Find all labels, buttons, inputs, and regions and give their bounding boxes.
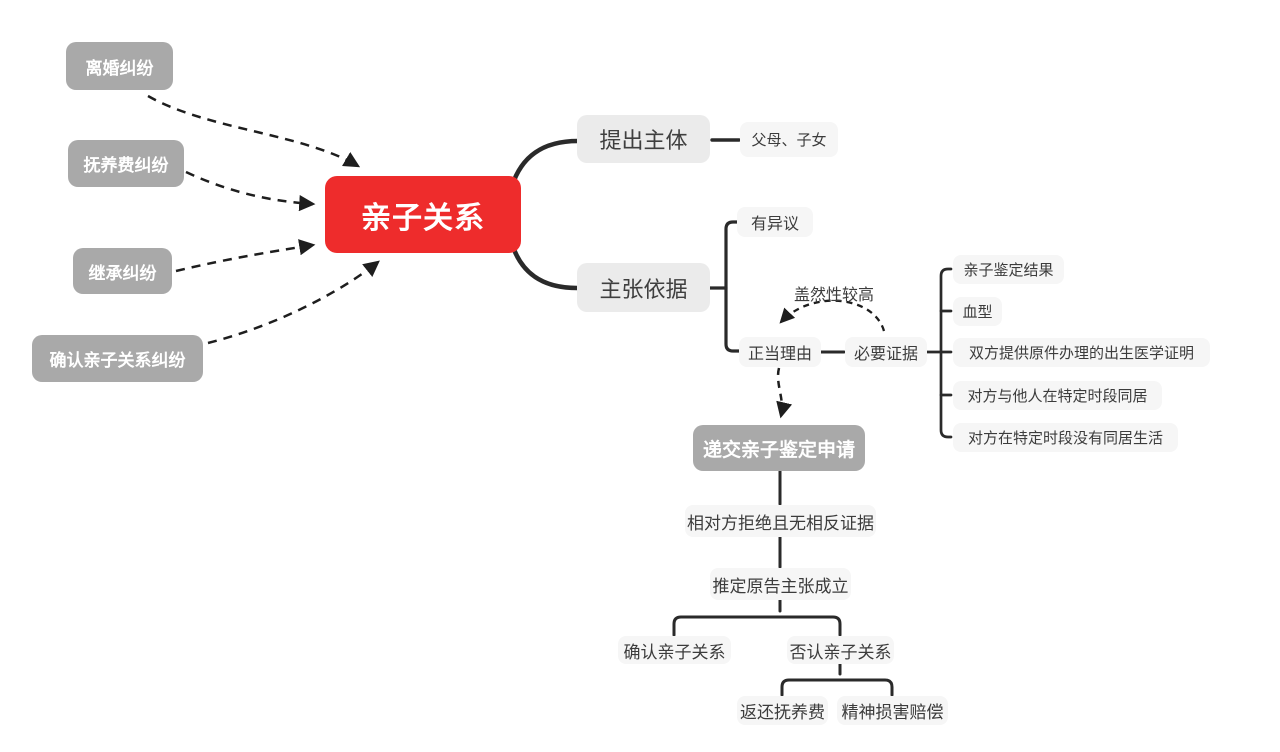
root-branch-curves xyxy=(509,138,581,291)
node-confirm-relation[interactable]: 确认亲子关系 xyxy=(618,636,731,664)
node-submit-application[interactable]: 递交亲子鉴定申请 xyxy=(693,425,865,471)
probability-arc xyxy=(779,299,886,332)
evidence-item-blood-type[interactable]: 血型 xyxy=(953,297,1002,326)
node-inheritance-dispute[interactable]: 继承纠纷 xyxy=(73,248,172,294)
procedure-flow-lines xyxy=(672,469,894,697)
node-deny-relation[interactable]: 否认亲子关系 xyxy=(787,636,894,664)
basis-bracket xyxy=(708,220,741,353)
node-refusal[interactable]: 相对方拒绝且无相反证据 xyxy=(685,505,876,537)
evidence-item-test-result[interactable]: 亲子鉴定结果 xyxy=(953,255,1064,284)
evidence-bracket xyxy=(925,267,953,439)
node-root-paternity[interactable]: 亲子关系 xyxy=(325,176,521,253)
evidence-item-no-cohabit[interactable]: 对方在特定时段没有同居生活 xyxy=(953,423,1178,452)
node-objection[interactable]: 有异议 xyxy=(737,207,813,237)
evidence-item-cohabit-others[interactable]: 对方与他人在特定时段同居 xyxy=(953,381,1162,410)
node-basis[interactable]: 主张依据 xyxy=(577,263,710,312)
probability-annotation[interactable]: 盖然性较高 xyxy=(794,287,875,304)
node-divorce-dispute[interactable]: 离婚纠纷 xyxy=(66,42,173,90)
node-confirm-paternity-dispute[interactable]: 确认亲子关系纠纷 xyxy=(32,335,203,382)
node-reason[interactable]: 正当理由 xyxy=(739,337,821,367)
node-subject-child[interactable]: 父母、子女 xyxy=(740,122,838,157)
reason-submit-arrow xyxy=(776,367,793,419)
dispute-source-arrows xyxy=(147,94,380,345)
node-presumption[interactable]: 推定原告主张成立 xyxy=(710,568,851,600)
node-damage-compensation[interactable]: 精神损害赔偿 xyxy=(837,696,948,725)
node-support-fee-dispute[interactable]: 抚养费纠纷 xyxy=(68,140,184,187)
evidence-item-birth-certificate[interactable]: 双方提供原件办理的出生医学证明 xyxy=(953,338,1210,367)
node-refund-support[interactable]: 返还抚养费 xyxy=(737,696,828,725)
node-evidence[interactable]: 必要证据 xyxy=(845,337,927,367)
node-subject[interactable]: 提出主体 xyxy=(577,115,710,163)
